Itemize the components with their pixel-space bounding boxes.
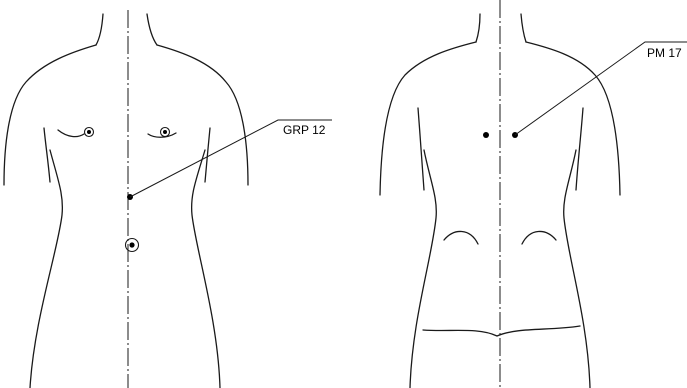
- back-neck-right: [521, 14, 526, 42]
- back-inner-arm-right: [576, 108, 583, 190]
- front-chest-line-left: [58, 130, 84, 137]
- front-torso-left: [30, 150, 62, 388]
- front-nipple-left: [85, 128, 94, 137]
- back-point-label: PM 17: [647, 46, 682, 60]
- back-shoulder-right: [526, 42, 620, 195]
- front-shoulder-left: [4, 45, 96, 185]
- front-torso-right: [192, 150, 220, 388]
- front-shoulder-right: [157, 45, 248, 185]
- back-buttock-line: [423, 326, 580, 336]
- back-neck-left: [476, 14, 480, 42]
- front-nipple-right: [161, 128, 170, 137]
- front-neck-left: [96, 14, 103, 45]
- back-hip-curve-left: [444, 231, 478, 244]
- front-view: GRP 12: [4, 10, 332, 388]
- front-neck-right: [147, 14, 157, 45]
- front-inner-arm-right: [205, 128, 210, 182]
- front-point-label: GRP 12: [283, 123, 326, 137]
- back-shoulder-left: [380, 42, 476, 195]
- front-inner-arm-left: [44, 128, 50, 182]
- front-navel-point: [126, 239, 139, 252]
- back-point-left: [483, 132, 489, 138]
- back-view: PM 17: [380, 0, 687, 388]
- back-hip-curve-right: [522, 231, 556, 244]
- back-inner-arm-left: [418, 108, 424, 190]
